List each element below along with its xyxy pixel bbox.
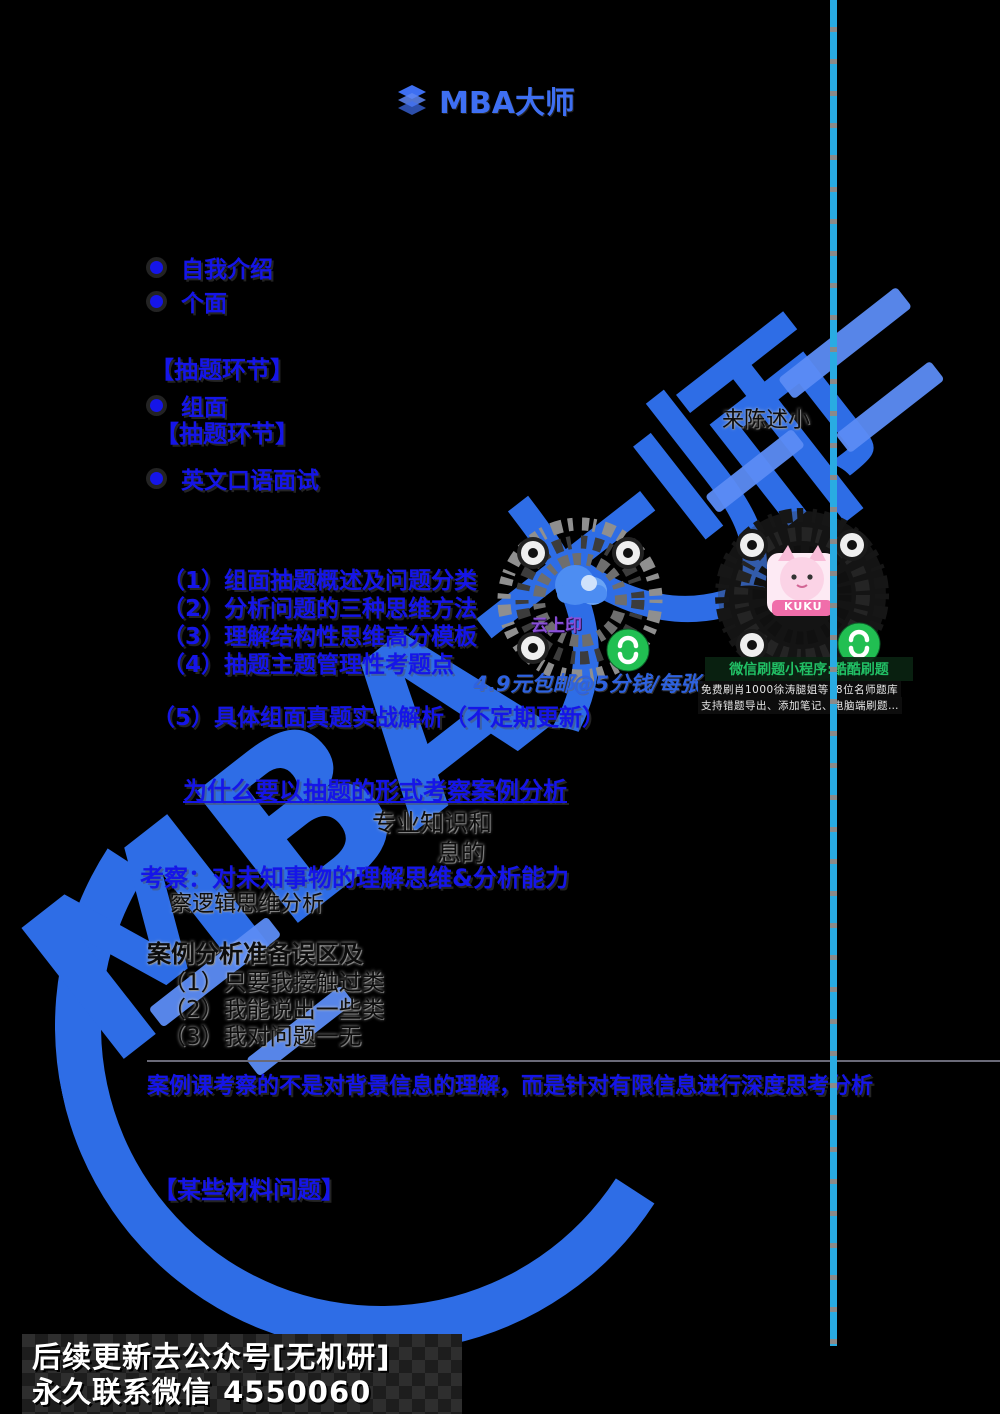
- qr-caption-print: 4.9元包邮@5分钱/每张: [473, 672, 701, 696]
- qr-finder-icon: [736, 529, 768, 561]
- brand-logo-icon: [395, 83, 429, 117]
- outline-item-self-intro: 自我介绍: [181, 257, 273, 283]
- section-heading-draw-2: 【抽题环节】: [155, 420, 299, 448]
- watermark-stripe-icon: [777, 286, 913, 400]
- footer-line-2: 永久联系微信 4550060: [32, 1375, 372, 1410]
- qr-center-label: 云上印: [531, 616, 582, 636]
- bullet-dot-icon: [150, 471, 163, 485]
- text-fragment-logic: 察逻辑思维分析: [170, 892, 325, 917]
- header-brand: MBA大师: [395, 78, 575, 122]
- watermark-logo-arc-icon: [0, 639, 768, 1413]
- text-fragment-statement: 来陈述小: [722, 408, 811, 433]
- wechat-badge-icon: [605, 627, 651, 677]
- vertical-dashed-rule: [830, 0, 837, 1346]
- qr-finder-icon: [836, 529, 868, 561]
- section-heading-draw-1: 【抽题环节】: [150, 356, 294, 384]
- why-heading: 为什么要以抽题的形式考察案例分析: [183, 777, 567, 805]
- qr-detail-line-1: 免费刷肖1000徐涛腿姐等18位名师题库: [698, 681, 902, 698]
- horizontal-divider: [147, 1060, 1000, 1062]
- bullet-dot-icon: [150, 398, 163, 412]
- cloud-icon: [555, 565, 607, 605]
- numbered-item-2: （2）分析问题的三种思维方法: [162, 596, 478, 622]
- outline-item-group: 组面: [181, 395, 227, 421]
- brand-name: MBA大师: [439, 86, 575, 121]
- qr-finder-icon: [736, 629, 768, 661]
- examine-line: 考察：对未知事物的理解思维&分析能力: [140, 864, 569, 892]
- qr-finder-icon: [612, 537, 644, 569]
- qr-finder-icon: [517, 632, 549, 664]
- footer-banner: 后续更新去公众号[无机研] 永久联系微信 4550060: [22, 1334, 462, 1414]
- bullet-dot-icon: [150, 260, 163, 274]
- key-takeaway-line: 案例课考察的不是对背景信息的理解，而是针对有限信息进行深度思考分析: [147, 1074, 874, 1099]
- text-fragment-info: 息的: [437, 839, 485, 867]
- bullet-dot-icon: [150, 294, 163, 308]
- watermark-stripe-icon: [835, 360, 945, 454]
- qr-code-kuku: KUKU: [712, 505, 892, 685]
- mistake-item-3: （3）我对问题一无: [163, 1024, 362, 1050]
- numbered-item-3: （3）理解结构性思维高分模板: [162, 624, 478, 650]
- outline-item-english: 英文口语面试: [181, 468, 319, 494]
- numbered-item-5: （5）具体组面真题实战解析（不定期更新）: [152, 705, 606, 731]
- qr-center-label: KUKU: [784, 600, 823, 613]
- text-fragment-knowledge: 专业知识和: [372, 809, 492, 837]
- footer-line-1: 后续更新去公众号[无机研]: [32, 1340, 391, 1374]
- outline-item-individual: 个面: [181, 291, 227, 317]
- numbered-item-1: （1）组面抽题概述及问题分类: [162, 568, 478, 594]
- qr-finder-icon: [517, 537, 549, 569]
- kuku-cat-icon: [767, 545, 837, 616]
- qr-detail-line-2: 支持错题导出、添加笔记、电脑端刷题…: [698, 697, 902, 714]
- material-heading: 【某些材料问题】: [153, 1176, 345, 1204]
- watermark-stripe-icon: [704, 428, 806, 514]
- wechat-badge-icon: [836, 621, 882, 671]
- qr-code-cloud-print: 云上印: [495, 515, 665, 685]
- qr-caption-miniprogram: 微信刷题小程序:酷酷刷题: [705, 657, 913, 681]
- numbered-item-4: （4）抽题主题管理性考题点: [162, 652, 455, 678]
